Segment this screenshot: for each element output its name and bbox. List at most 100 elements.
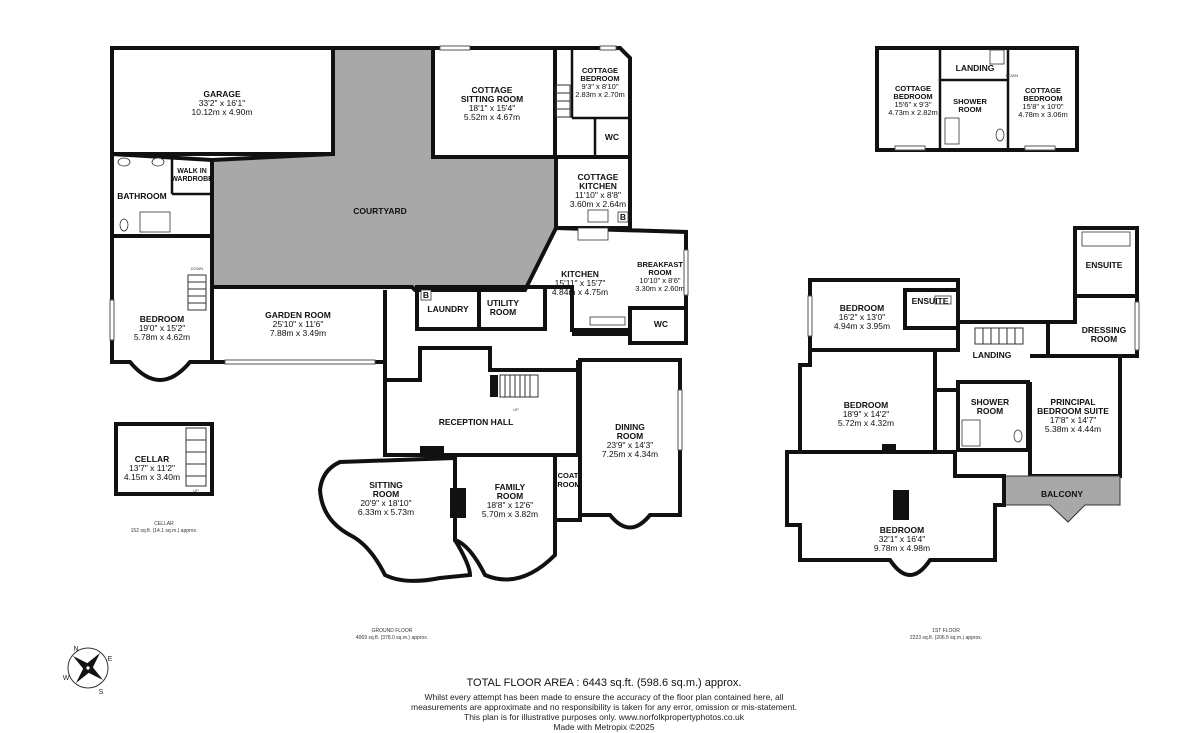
coat-room-name2: ROOM [557,480,580,489]
bath-top-icon [1081,231,1131,247]
wc-main-name: WC [654,319,668,329]
cottage-bedroom-gf-imperial: 9'3" x 8'10" [582,82,619,91]
landing-ff-name: LANDING [973,350,1012,360]
cottage-bedroom-walls [555,46,632,159]
fireplace [450,488,466,518]
garage-metric: 10.12m x 4.90m [192,107,253,117]
bedroom-ff-1-imperial: 16'2" x 13'0" [839,312,886,322]
ensuite-mid-walls [903,288,960,330]
bedroom-ff-3-name: BEDROOM [880,525,924,535]
family-imperial: 18'8" x 12'6" [487,500,534,510]
principal-metric: 5.38m x 4.44m [1045,424,1101,434]
cellar-walls [114,422,214,496]
bedroom-ff-2-walls [798,350,937,454]
laundry-name: LAUNDRY [427,304,469,314]
shower-ff-name1: SHOWER [971,397,1009,407]
garage-walls [110,46,335,156]
wc-cottage-name: WC [605,132,619,142]
breakfast-name1: BREAKFAST [637,260,683,269]
cottage-first-floor [875,46,1079,152]
cellar-floor-area: 152 sq.ft. (14.1 sq.m.) approx. [131,528,198,534]
breakfast-name2: ROOM [648,268,671,277]
disclaimer-line-4: Made with Metropix ©2025 [553,722,655,732]
garage-imperial: 33'2" x 16'1" [199,98,246,108]
cottage-ff-walls [875,46,1079,152]
stairs-gf-bedroom [187,274,207,311]
shower-cottage-name2: ROOM [958,105,981,114]
family-name2: ROOM [497,491,523,501]
cottage-sitting-name1: COTTAGE [472,85,513,95]
cottage-kitchen-name1: COTTAGE [578,172,619,182]
boiler-label: B [423,290,429,300]
bedroom-ff-2-metric: 5.72m x 4.32m [838,418,894,428]
compass-w: W [63,675,70,682]
shower-ff-name2: ROOM [977,406,1003,416]
bathroom-walls [110,151,213,238]
ground-floor-area: 4069 sq.ft. (378.0 sq.m.) approx. [356,635,428,641]
cottage-kitchen-imperial: 11'10" x 8'8" [575,190,621,200]
principal-name1: PRINCIPAL [1050,397,1095,407]
utility-walls [477,285,547,331]
courtyard-name: COURTYARD [353,206,407,216]
disclaimer-line-1: Whilst every attempt has been made to en… [424,692,783,702]
family-room-walls [453,453,557,582]
sitting-metric: 6.33m x 5.73m [358,507,414,517]
wc-main-walls [628,306,688,345]
cottage-bedroom-2-metric: 4.78m x 3.06m [1018,110,1068,119]
cellar-imperial: 13'7" x 11'2" [129,463,175,473]
landing-cottage-name: LANDING [956,63,995,73]
kitchen-imperial: 15'11" x 15'7" [555,278,606,288]
bath-icon [139,211,171,233]
bedroom-gf-walls [110,236,214,382]
disclaimer-line-2: measurements are approximate and no resp… [411,702,797,712]
garage-name: GARAGE [203,89,241,99]
bedroom-ff-2-imperial: 18'9" x 14'2" [843,409,890,419]
first-floor-label: 1ST FLOOR [932,628,960,634]
cottage-bedroom-1-metric: 4.73m x 2.82m [888,108,938,117]
ensuite-top-walls [1073,226,1139,298]
cottage-bedroom-gf-metric: 2.83m x 2.70m [575,90,625,99]
dressing-name1: DRESSING [1082,325,1127,335]
first-floor [785,226,1140,577]
principal-imperial: 17'8" x 14'7" [1050,415,1097,425]
reception-hall-name: RECEPTION HALL [439,417,514,427]
cooker-icon [587,209,609,223]
dining-metric: 7.25m x 4.34m [602,449,658,459]
ensuite-mid-name: ENSUITE [912,296,949,306]
breakfast-imperial: 10'10" x 8'6" [639,276,680,285]
cottage-kitchen-name2: KITCHEN [579,181,617,191]
kitchen-name: KITCHEN [561,269,599,279]
family-name1: FAMILY [495,482,526,492]
reception-hall-walls [383,346,580,457]
bedroom-ff-1-metric: 4.94m x 3.95m [834,321,890,331]
cottage-bedroom-2-name1: COTTAGE [1025,86,1061,95]
bedroom-gf-name: BEDROOM [140,314,184,324]
sitting-name2: ROOM [373,489,399,499]
cottage-sitting-name2: SITTING ROOM [461,94,523,104]
cottage-sitting-imperial: 18'1" x 15'4" [469,103,516,113]
cellar-floor-label: CELLAR [154,521,174,527]
cottage-kitchen-metric: 3.60m x 2.64m [570,199,626,209]
bathroom-name: BATHROOM [117,191,166,201]
cottage-bedroom-2-name2: BEDROOM [1023,94,1062,103]
coat-room-name1: COAT- [558,471,581,480]
cottage-bedroom-2-imperial: 15'8" x 10'0" [1022,102,1063,111]
bedroom-gf-imperial: 19'0" x 15'2" [139,323,186,333]
cellar-name: CELLAR [135,454,169,464]
breakfast-metric: 3.30m x 2.60m [635,284,685,293]
bedroom-ff-3-imperial: 32'1" x 16'4" [879,534,926,544]
sitting-room-walls [317,455,473,583]
utility-name1: UTILITY [487,298,519,308]
cottage-bedroom-gf-name2: BEDROOM [580,74,619,83]
compass-n: N [73,646,78,653]
stairs-gf-cottage [555,84,571,118]
principal-name2: BEDROOM SUITE [1037,406,1109,416]
bedroom-ff-3-walls [785,450,1006,577]
first-floor-area: 2223 sq.ft. (206.5 sq.m.) approx. [910,635,982,641]
walk-in-wardrobe-name1: WALK IN [177,168,207,175]
disclaimer-line-3: This plan is for illustrative purposes o… [464,712,745,722]
cellar-metric: 4.15m x 3.40m [124,472,180,482]
toilet-icon [119,218,129,232]
walk-in-wardrobe-name2: WARDROBE [171,176,213,183]
